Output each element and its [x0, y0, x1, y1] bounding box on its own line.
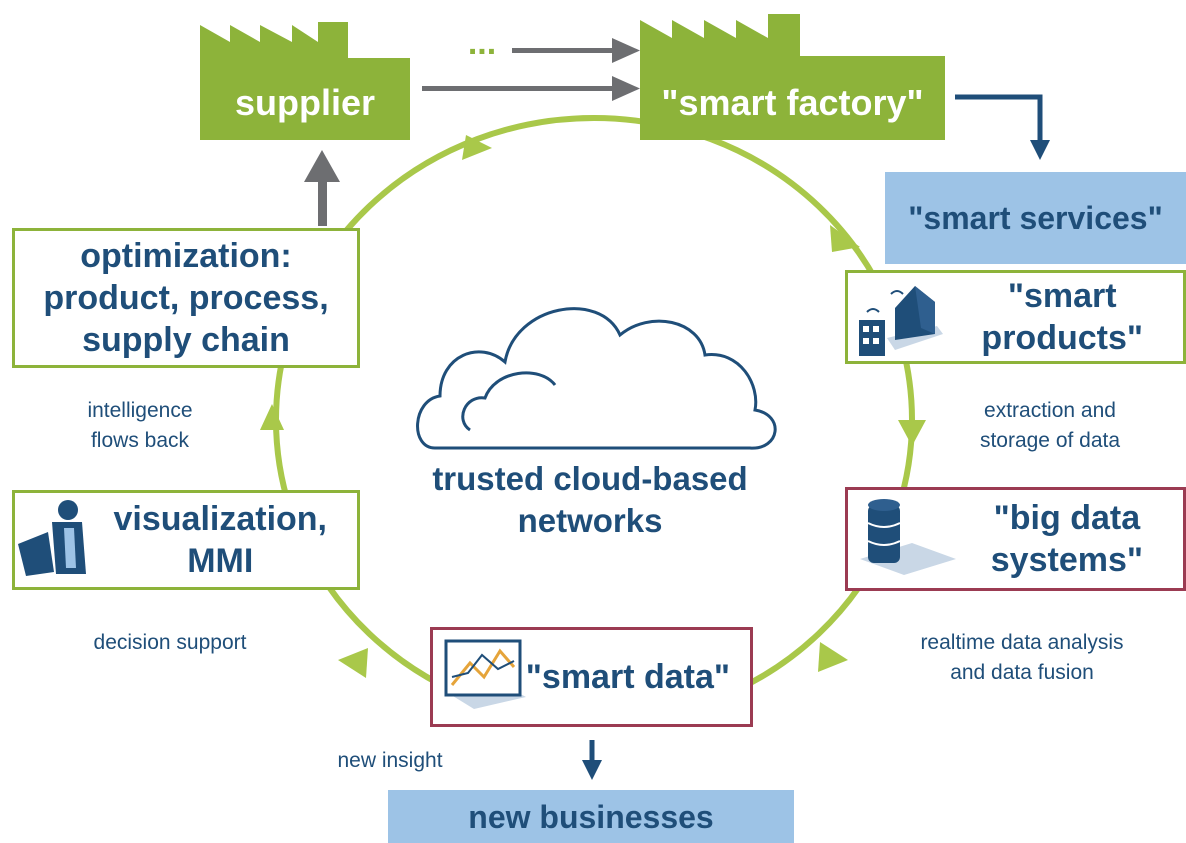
- caption-insight: new insight: [337, 749, 443, 772]
- top-flow-arrows: [304, 38, 640, 226]
- big-data-label: "big data systems": [990, 499, 1143, 579]
- supplier-factory-icon: [200, 22, 410, 140]
- optimization-label: optimization: product, process, supply c…: [43, 237, 329, 359]
- database-icon: [860, 499, 956, 575]
- smart-services-box: "smart services": [885, 172, 1186, 264]
- smart-services-label: "smart services": [908, 200, 1163, 236]
- ring-arrowheads: [260, 135, 926, 678]
- smart-products-label: "smart products": [981, 277, 1143, 357]
- supplier-label: supplier: [234, 82, 376, 123]
- optimization-box: optimization: product, process, supply c…: [12, 228, 360, 368]
- new-businesses-label: new businesses: [468, 798, 714, 835]
- line-chart-icon: [444, 639, 526, 709]
- smart-factory-label: "smart factory": [661, 82, 924, 123]
- smart-factory-icon: [640, 14, 945, 140]
- caption-decision: decision support: [93, 631, 247, 654]
- center-label: trusted cloud-based networks: [432, 460, 748, 539]
- user-monitor-icon: [18, 500, 86, 576]
- visualization-label: visualization, MMI: [113, 500, 328, 580]
- new-businesses-box: new businesses: [388, 790, 794, 843]
- caption-intelligence: intelligence flows back: [87, 399, 193, 452]
- ellipsis: ...: [467, 24, 497, 62]
- caption-realtime: realtime data analysis and data fusion: [920, 631, 1124, 684]
- cloud-icon: [416, 307, 777, 450]
- services-flow-arrow: [955, 94, 1050, 160]
- caption-extraction: extraction and storage of data: [979, 399, 1121, 452]
- smart-home-icon: [859, 286, 943, 356]
- smart-data-label: "smart data": [525, 658, 730, 696]
